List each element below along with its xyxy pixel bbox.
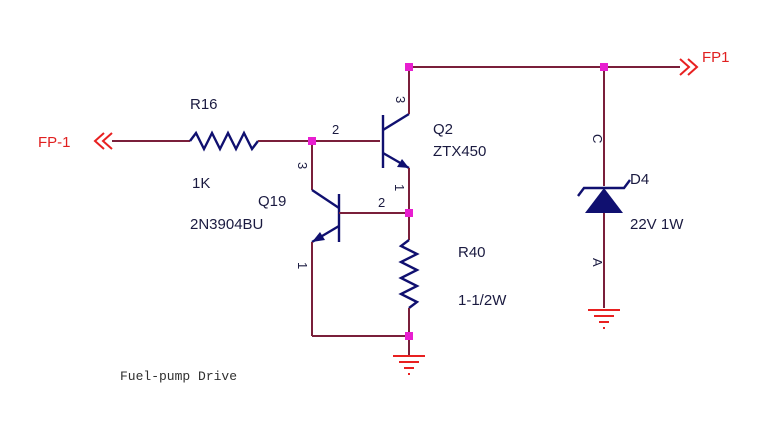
ground-icon xyxy=(393,355,425,375)
net-label-fp-1: FP-1 xyxy=(38,134,71,151)
r16-ref-label: R16 xyxy=(190,96,218,113)
r40-value-label: 1-1/2W xyxy=(458,292,507,309)
r16-value-label: 1K xyxy=(192,175,210,192)
diagram-caption: Fuel-pump Drive xyxy=(120,369,237,384)
junction-dot xyxy=(405,332,413,340)
net-label-fp1: FP1 xyxy=(702,49,730,66)
q2-ref-label: Q2 xyxy=(433,121,453,138)
junction-dot xyxy=(405,209,413,217)
q19-ref-label: Q19 xyxy=(258,193,286,210)
d4-value-label: 22V 1W xyxy=(630,216,684,233)
transistor-q19 xyxy=(311,189,341,244)
q19-emitter-pin-label: 1 xyxy=(295,262,310,269)
resistor-r40 xyxy=(398,239,420,309)
output-connector-icon xyxy=(679,58,699,76)
q19-value-label: 2N3904BU xyxy=(190,216,263,233)
q19-base-pin-label: 2 xyxy=(378,195,385,210)
d4-ref-label: D4 xyxy=(630,171,649,188)
q2-collector-pin-label: 3 xyxy=(393,96,408,103)
q19-collector-pin-label: 3 xyxy=(295,162,310,169)
q2-emitter-pin-label: 1 xyxy=(392,184,407,191)
q2-base-pin-label: 2 xyxy=(332,122,339,137)
junction-dot xyxy=(308,137,316,145)
zener-diode-d4 xyxy=(577,179,631,213)
junction-dot xyxy=(405,63,413,71)
q2-value-label: ZTX450 xyxy=(433,143,486,160)
input-connector-icon xyxy=(93,132,113,150)
resistor-r16 xyxy=(189,130,259,152)
d4-anode-pin-label: A xyxy=(590,258,605,267)
transistor-q2 xyxy=(381,112,410,170)
r40-ref-label: R40 xyxy=(458,244,486,261)
junction-dot xyxy=(600,63,608,71)
d4-cathode-pin-label: C xyxy=(590,134,605,143)
ground-icon xyxy=(588,309,620,329)
